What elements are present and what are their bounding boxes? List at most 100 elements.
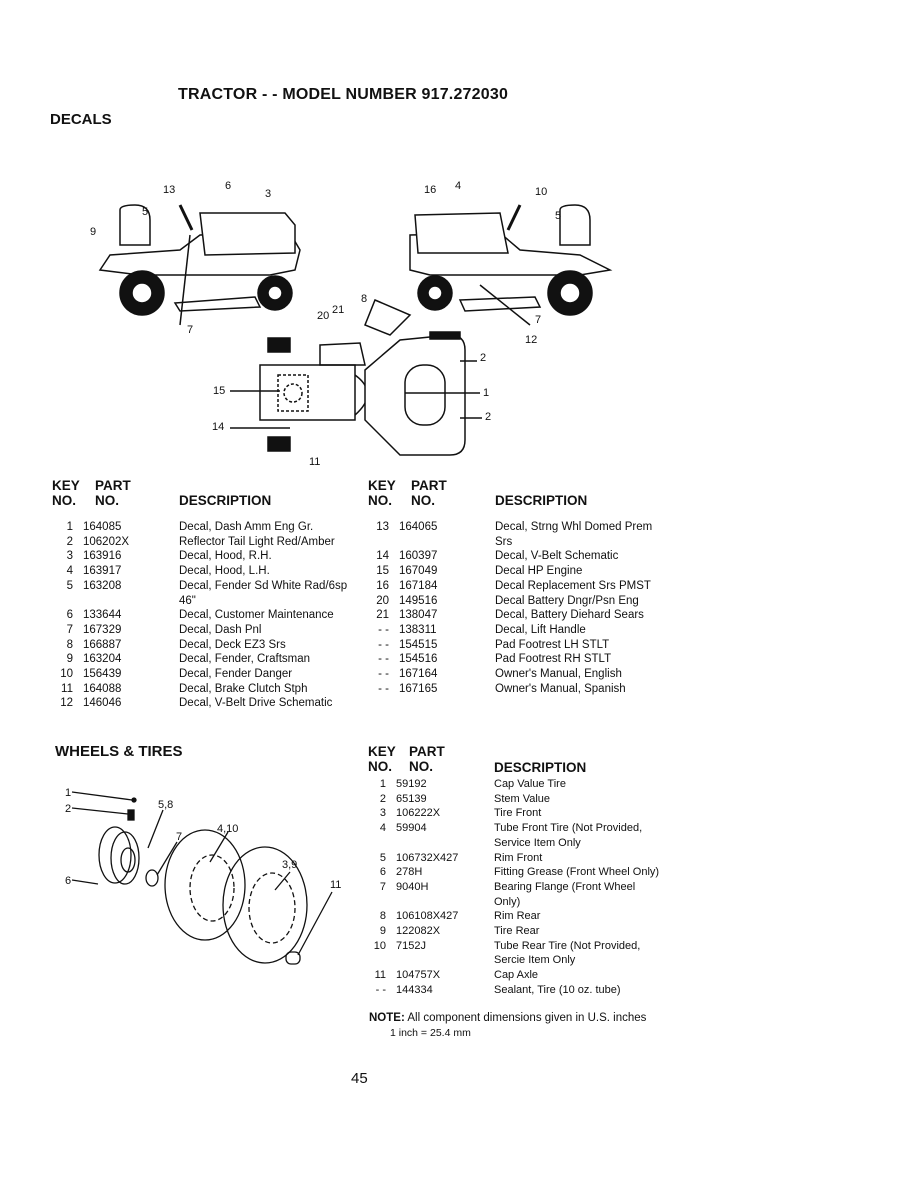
key-no: - - <box>378 668 389 681</box>
key-no: 12 <box>60 697 73 710</box>
key-no: - - <box>378 623 389 636</box>
part-no: 138311 <box>399 623 437 636</box>
svg-text:2: 2 <box>480 352 486 364</box>
part-no: 160397 <box>399 550 438 563</box>
note: NOTE: All component dimensions given in … <box>369 1012 646 1024</box>
description: Stem Value <box>494 792 551 805</box>
key-no: - - <box>378 682 389 695</box>
description: Rim Rear <box>494 910 541 923</box>
svg-text:11: 11 <box>330 879 341 891</box>
key-no: 1 <box>66 521 73 533</box>
table-row: 1 59192 Cap Value Tire <box>372 777 664 792</box>
description: Owner's Manual, English <box>495 668 622 681</box>
part-no: 59904 <box>396 822 427 835</box>
part-no: 106108X427 <box>396 910 459 923</box>
svg-text:21: 21 <box>332 304 344 316</box>
description: Cap Axle <box>494 969 539 982</box>
description: Bearing Flange (Front Wheel Only) <box>494 880 636 908</box>
key-no: 5 <box>379 851 386 864</box>
key-no: 7 <box>379 880 386 893</box>
part-no: 7152J <box>396 939 426 952</box>
part-no: 9040H <box>396 880 429 893</box>
svg-text:6: 6 <box>225 180 231 192</box>
part-no: 163208 <box>83 579 122 592</box>
description: Tire Front <box>494 807 542 820</box>
description: Decal, Deck EZ3 Srs <box>179 638 286 651</box>
part-no: 59192 <box>396 778 427 790</box>
svg-text:1: 1 <box>65 787 71 799</box>
key-no: 2 <box>66 535 73 548</box>
tractor-top-view <box>259 299 466 456</box>
description: Decal, Strng Whl Domed Prem Srs <box>495 521 653 548</box>
part-no: 104757X <box>396 969 441 982</box>
part-no: 164065 <box>399 521 438 533</box>
svg-text:9: 9 <box>90 226 96 238</box>
key-no: 1 <box>379 778 386 790</box>
part-no: 167165 <box>399 682 438 695</box>
description: Cap Value Tire <box>494 778 566 790</box>
table-row: 21 138047 Decal, Battery Diehard Sears <box>376 608 665 623</box>
svg-text:1: 1 <box>483 387 489 399</box>
description: Decal, Battery Diehard Sears <box>495 609 644 622</box>
note-text: All component dimensions given in U.S. i… <box>404 1012 647 1024</box>
part-no: 138047 <box>399 609 438 622</box>
description: Decal, Fender Sd White Rad/6sp 46" <box>179 579 348 607</box>
description: Decal, Fender Danger <box>179 668 293 681</box>
part-no: 166887 <box>83 638 122 651</box>
key-no: 6 <box>379 866 386 879</box>
page-number: 45 <box>351 1070 368 1087</box>
tractor-right-view <box>409 204 613 326</box>
description: Pad Footrest LH STLT <box>495 638 610 651</box>
part-no: 167164 <box>399 668 438 681</box>
description: Decal Battery Dngr/Psn Eng <box>495 594 639 607</box>
part-no: 163917 <box>83 565 122 578</box>
key-no: 2 <box>379 792 386 805</box>
key-no: 10 <box>60 668 73 681</box>
key-no: 6 <box>66 609 73 622</box>
description: Decal, V-Belt Drive Schematic <box>179 697 333 710</box>
decals-right-header-desc: DESCRIPTION <box>495 493 588 508</box>
svg-text:14: 14 <box>212 421 224 433</box>
svg-text:13: 13 <box>163 184 175 196</box>
description: Decal, Brake Clutch Stph <box>179 682 308 695</box>
key-no: 3 <box>66 550 73 563</box>
svg-text:16: 16 <box>424 184 436 196</box>
description: Tube Front Tire (Not Provided, Service I… <box>494 822 643 849</box>
key-no: 3 <box>379 807 386 820</box>
key-no: 9 <box>379 925 386 938</box>
tractor-left-view <box>98 204 301 326</box>
svg-text:6: 6 <box>65 875 71 887</box>
key-no: 21 <box>376 609 389 622</box>
description: Tire Rear <box>494 925 540 938</box>
svg-text:7: 7 <box>187 324 193 336</box>
table-row: 7 9040H Bearing Flange (Front Wheel Only) <box>372 880 664 909</box>
key-no: 16 <box>376 579 389 592</box>
svg-text:3: 3 <box>265 188 271 200</box>
wheels-header-desc: DESCRIPTION <box>494 760 587 775</box>
svg-text:7: 7 <box>535 314 541 326</box>
key-no: 7 <box>66 623 73 636</box>
part-no: 278H <box>396 866 423 879</box>
wheels-diagram: 1 2 5,8 7 4,10 3,9 6 11 <box>65 787 341 965</box>
note-label: NOTE: <box>369 1012 405 1024</box>
svg-text:7: 7 <box>176 831 182 843</box>
